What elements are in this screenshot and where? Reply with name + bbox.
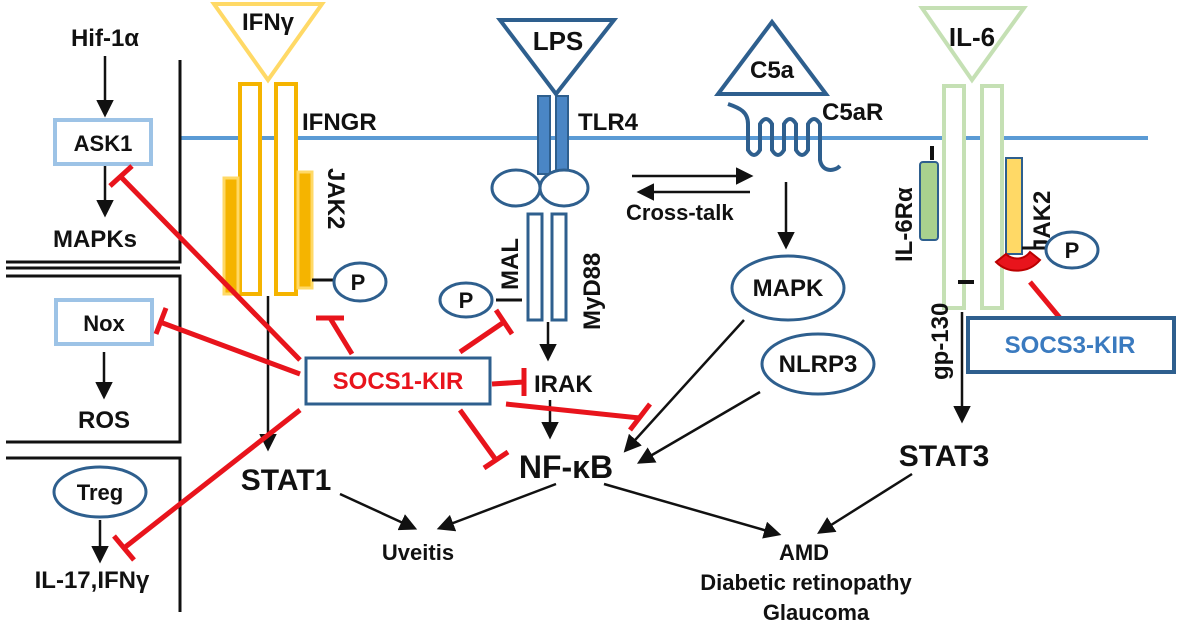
mal-label: MAL — [497, 238, 524, 290]
nlrp3-to-nfkb-arrow — [636, 390, 761, 464]
stat1-to-uveitis-arrow — [339, 492, 418, 531]
diabetic-retinopathy-label: Diabetic retinopathy — [700, 570, 912, 595]
socs1-kir-label: SOCS1-KIR — [333, 368, 464, 395]
socs3-inhibition — [1028, 280, 1062, 320]
p-mal — [438, 281, 494, 319]
ifngr-label: IFNGR — [302, 109, 377, 136]
socs1-inhibitions — [108, 164, 652, 562]
ask1-box — [53, 118, 153, 166]
mapks-label: MAPKs — [53, 226, 137, 253]
irak-label: IRAK — [534, 371, 593, 398]
il6ra-label: IL-6Rα — [891, 187, 918, 262]
uveitis-label: Uveitis — [382, 540, 454, 565]
cross-talk-label: Cross-talk — [626, 200, 734, 225]
ifngr-receptor — [238, 82, 298, 296]
tlr4-label: TLR4 — [578, 109, 639, 136]
lps-label: LPS — [533, 26, 584, 56]
ifng-ligand — [210, 2, 326, 84]
il17-ifng-label: IL-17,IFNγ — [35, 567, 150, 594]
left-panel-frames — [6, 60, 182, 612]
nlrp3-node — [760, 332, 876, 396]
stat1-label: STAT1 — [241, 464, 332, 497]
p-jak2-right — [1044, 230, 1100, 270]
treg-node — [52, 465, 148, 519]
tlr4-tir-right — [538, 168, 590, 208]
ifng-label: IFNγ — [242, 9, 295, 36]
jak2-right-block — [1005, 157, 1023, 255]
mapk-label: MAPK — [753, 275, 824, 302]
socs3-kir-label: SOCS3-KIR — [1005, 332, 1136, 359]
nlrp3-label: NLRP3 — [779, 351, 858, 378]
myd88-label: MyD88 — [579, 253, 606, 330]
jak2-left-label: JAK2 — [322, 168, 349, 229]
mapk-node — [730, 254, 846, 322]
tlr4-tir-left — [490, 168, 542, 208]
mal-adaptor — [526, 212, 544, 322]
il6-label: IL-6 — [949, 22, 995, 52]
tlr4-chain-b — [555, 95, 569, 175]
tlr4-chain-a — [537, 95, 551, 175]
nfkb-to-uveitis-arrow — [436, 482, 557, 532]
gp130-receptor — [942, 84, 1004, 310]
lps-ligand — [495, 18, 619, 98]
gp130-label: gp-130 — [927, 303, 954, 380]
amd-label: AMD — [779, 540, 829, 565]
socs3-kir-box — [966, 316, 1176, 374]
ask1-label: ASK1 — [74, 131, 133, 156]
ros-label: ROS — [78, 407, 130, 434]
mapk-to-nfkb-arrow — [623, 319, 745, 453]
jak2-left-block-a — [222, 176, 240, 296]
c5ar-receptor — [727, 102, 842, 172]
socs3-binding-crescent — [994, 250, 1042, 272]
stat3-to-amd-arrow — [817, 472, 913, 534]
c5a-label: C5a — [750, 57, 795, 84]
nfkb-label: NF-κB — [519, 449, 613, 485]
stat3-label: STAT3 — [899, 440, 990, 473]
nfkb-to-amd-arrow — [603, 482, 782, 539]
c5ar-label: C5aR — [822, 99, 883, 126]
jak2-left-block-b — [296, 170, 314, 290]
glaucoma-label: Glaucoma — [763, 600, 870, 625]
il6-ligand — [918, 6, 1028, 84]
p-jak2-right-label: P — [1065, 238, 1080, 263]
treg-label: Treg — [77, 480, 123, 505]
il6ra-chain — [919, 161, 939, 241]
nox-box — [54, 298, 154, 346]
socs1-kir-box — [304, 356, 492, 406]
p-mal-label: P — [459, 288, 474, 313]
nox-label: Nox — [83, 311, 125, 336]
c5a-ligand — [714, 18, 830, 96]
p-jak2-left — [332, 261, 388, 303]
hif1a-label: Hif-1α — [71, 25, 139, 52]
myd88-adaptor — [550, 212, 568, 322]
p-jak2-left-label: P — [351, 270, 366, 295]
